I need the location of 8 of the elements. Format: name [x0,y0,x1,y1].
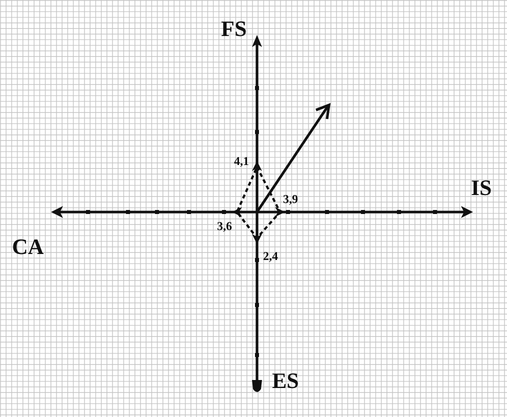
value-label: 2,4 [263,250,278,262]
axis-label: ES [272,370,299,392]
axis-label: FS [221,18,247,40]
value-label: 3,6 [217,220,232,232]
value-label: 4,1 [234,155,249,167]
axis-label: IS [471,177,492,199]
axis-label: CA [12,236,44,258]
value-label: 3,9 [283,193,298,205]
